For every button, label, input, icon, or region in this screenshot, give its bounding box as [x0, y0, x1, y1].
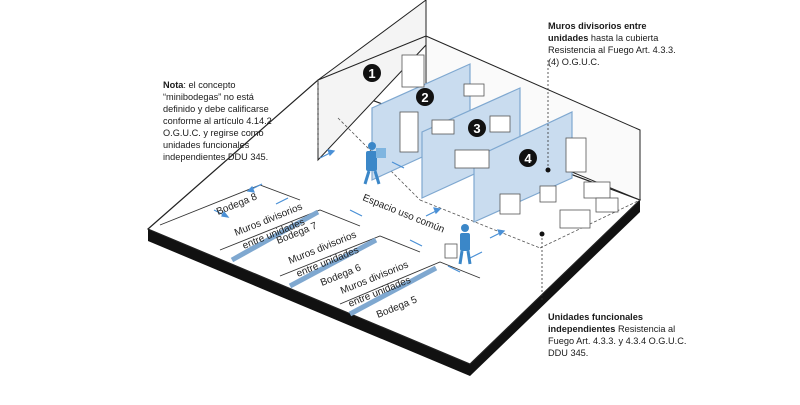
- unit-number-4-label: 4: [524, 151, 532, 166]
- unit-number-2-label: 2: [421, 90, 428, 105]
- unit-number-2: 2: [416, 88, 434, 106]
- note-minibodegas: Nota: el concepto “minibodegas” no está …: [163, 79, 283, 163]
- note-partition-walls-title: Muros divisorios entre unidades: [548, 21, 647, 43]
- floor-slab-edge: [148, 229, 470, 376]
- note-partition-walls-text: hasta la cubierta Resistencia al Fuego A…: [548, 33, 676, 67]
- partition-walls: [371, 63, 573, 223]
- leader-dot-bottom: [539, 231, 545, 237]
- bodega-partitions: [230, 209, 438, 317]
- circulation-arrows: [213, 149, 506, 273]
- person-with-cart: [444, 224, 472, 265]
- unit-number-4: 4: [519, 149, 537, 167]
- unit-number-3: 3: [468, 119, 486, 137]
- unit-number-3-label: 3: [473, 121, 480, 136]
- person-with-box: [363, 142, 386, 185]
- storage-items: [399, 54, 619, 229]
- floor-slab-edge-right: [470, 200, 640, 376]
- note-functional-units-text: Resistencia al Fuego Art. 4.3.3. y 4.3.4…: [548, 324, 687, 358]
- note-functional-units: Unidades funcionales independientes Resi…: [548, 311, 688, 359]
- note-minibodegas-title: Nota: [163, 80, 184, 90]
- note-minibodegas-text: : el concepto “minibodegas” no está defi…: [163, 80, 272, 162]
- leader-lines: [541, 60, 549, 300]
- unit-number-1: 1: [363, 64, 381, 82]
- leader-dot-top: [545, 167, 551, 173]
- note-partition-walls: Muros divisorios entre unidades hasta la…: [548, 20, 688, 68]
- partition-wall-3: [473, 111, 573, 223]
- unit-number-1-label: 1: [368, 66, 375, 81]
- note-functional-units-title: Unidades funcionales independientes: [548, 312, 643, 334]
